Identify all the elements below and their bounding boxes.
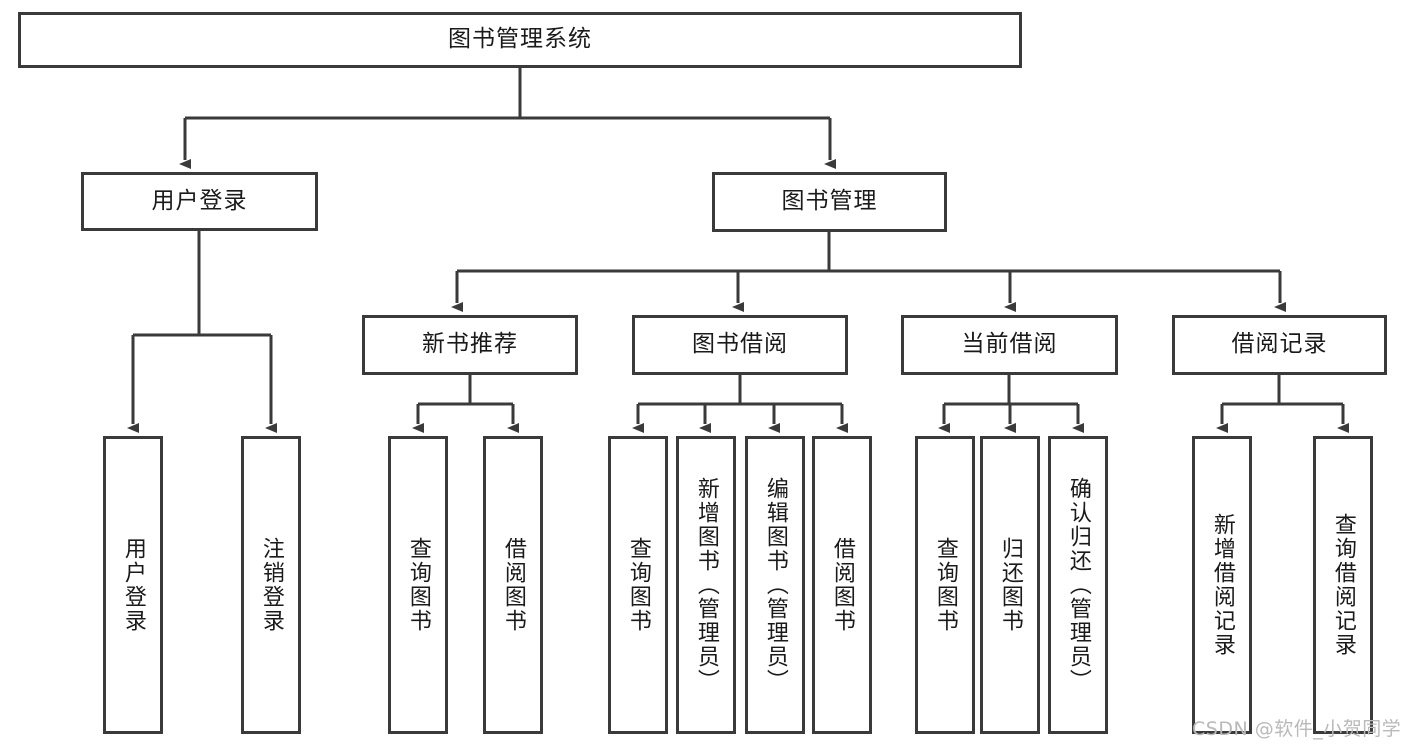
leaf-book-borrow-add[interactable]: 新增图书（管理员） <box>676 436 736 734</box>
node-user-login[interactable]: 用户登录 <box>81 172 318 231</box>
leaf-book-borrow-lend[interactable]: 借阅图书 <box>812 436 872 734</box>
csdn-watermark: CSDN @软件_小贺同学 <box>1192 718 1402 740</box>
node-new-book-recommend[interactable]: 新书推荐 <box>362 315 578 375</box>
node-borrow-record[interactable]: 借阅记录 <box>1172 315 1387 375</box>
node-root[interactable]: 图书管理系统 <box>18 12 1022 68</box>
leaf-new-book-query[interactable]: 查询图书 <box>388 436 448 734</box>
leaf-current-borrow-query[interactable]: 查询图书 <box>915 436 975 734</box>
leaf-new-book-borrow[interactable]: 借阅图书 <box>483 436 543 734</box>
leaf-user-login-signin[interactable]: 用户登录 <box>103 436 163 734</box>
leaf-current-borrow-return[interactable]: 归还图书 <box>980 436 1040 734</box>
leaf-user-login-signout[interactable]: 注销登录 <box>241 436 301 734</box>
node-book-management[interactable]: 图书管理 <box>712 172 947 232</box>
leaf-current-borrow-confirm[interactable]: 确认归还（管理员） <box>1048 436 1108 734</box>
node-current-borrow[interactable]: 当前借阅 <box>901 315 1118 375</box>
leaf-borrow-record-query[interactable]: 查询借阅记录 <box>1313 436 1373 734</box>
node-book-borrow[interactable]: 图书借阅 <box>632 315 848 375</box>
leaf-borrow-record-add[interactable]: 新增借阅记录 <box>1192 436 1252 734</box>
leaf-book-borrow-query[interactable]: 查询图书 <box>608 436 668 734</box>
leaf-book-borrow-edit[interactable]: 编辑图书（管理员） <box>745 436 805 734</box>
